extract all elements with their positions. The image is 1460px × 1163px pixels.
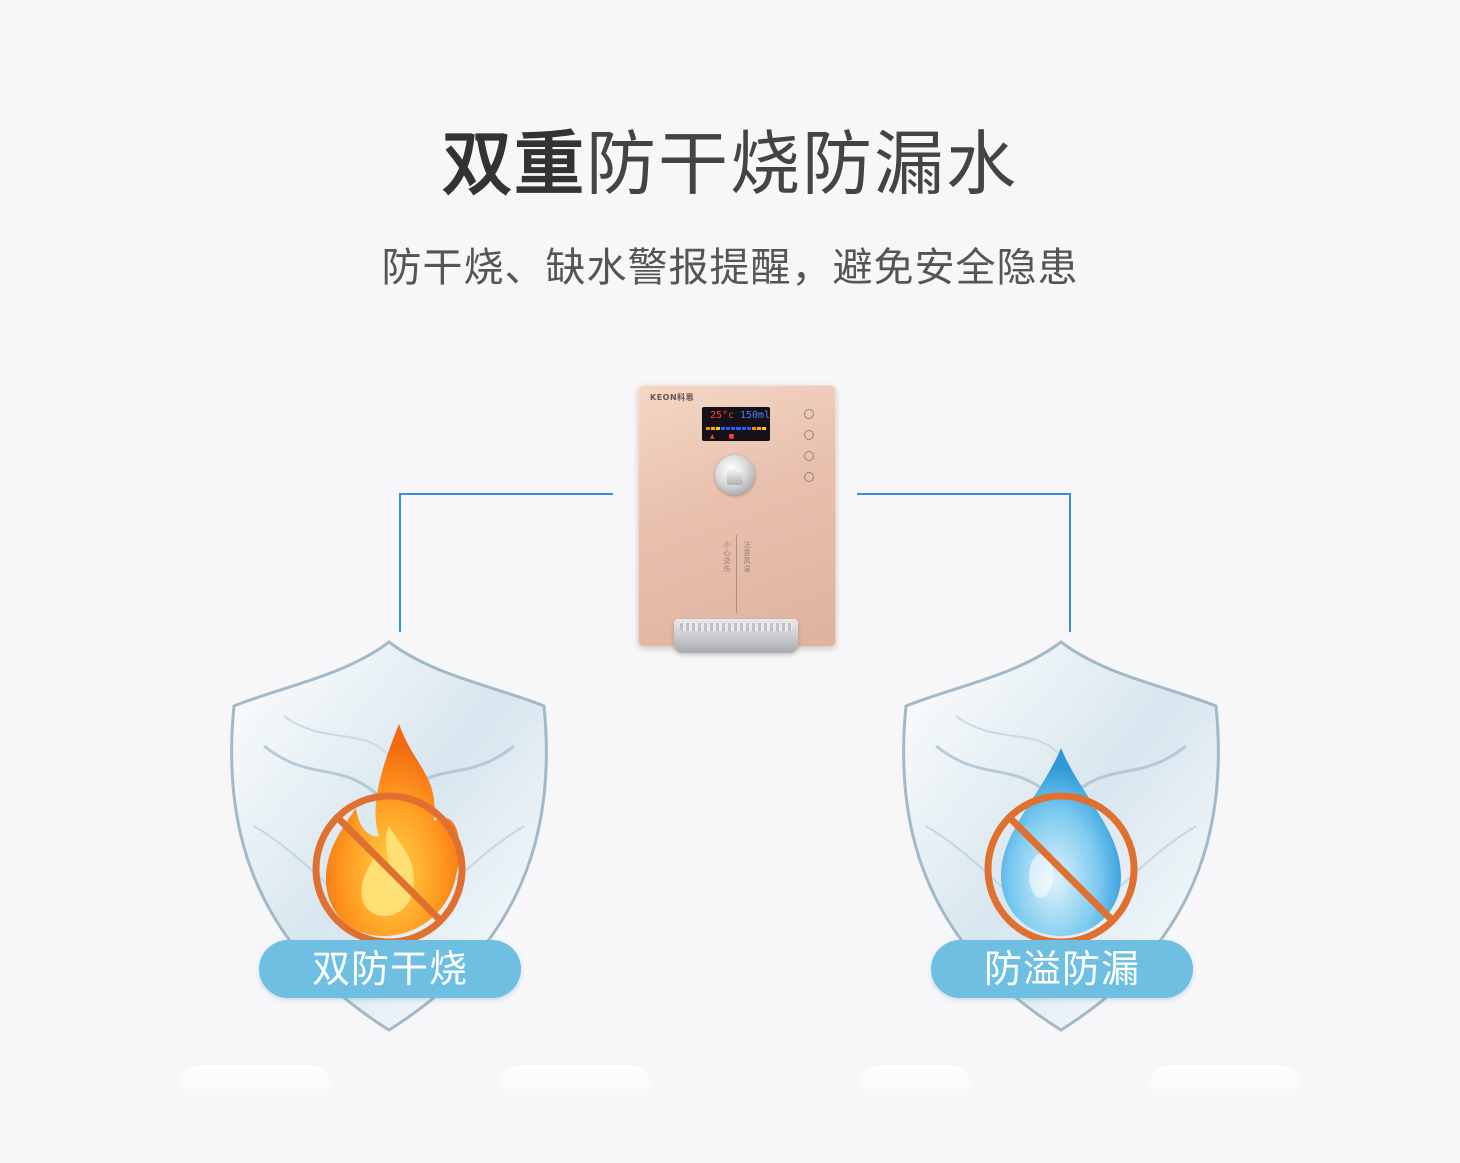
faucet-knob xyxy=(715,455,755,495)
level-bar xyxy=(706,427,766,430)
feature-label-dry-burn: 双防干烧 xyxy=(259,940,521,998)
floor-reflection-1 xyxy=(180,1065,330,1105)
drip-tray xyxy=(674,619,798,653)
floor-reflection-3 xyxy=(860,1065,970,1105)
connector-left xyxy=(399,493,613,632)
shield-anti-leak xyxy=(896,636,1226,1036)
dispenser-display: 25°c 150ml ▲■ xyxy=(702,407,770,441)
floor-reflection-2 xyxy=(500,1065,650,1105)
warning-text-right: 注意高温 xyxy=(743,541,751,573)
temperature-readout: 25°c xyxy=(710,410,735,421)
brand-logo: KEON科恩 xyxy=(650,393,695,402)
feature-label-anti-leak: 防溢防漏 xyxy=(931,940,1193,998)
water-drop-icon xyxy=(1001,748,1121,936)
subheadline: 防干烧、缺水警报提醒，避免安全隐患 xyxy=(381,245,1079,291)
shield-dry-burn xyxy=(224,636,554,1036)
warning-text-left: 小心烫伤 xyxy=(723,541,731,573)
connector-right xyxy=(857,493,1071,632)
headline-light: 防干烧防漏水 xyxy=(586,123,1018,205)
headline: 双重防干烧防漏水 xyxy=(0,118,1460,210)
dispenser-button-2 xyxy=(804,430,814,440)
display-status-icons: ▲■ xyxy=(710,433,749,440)
volume-readout: 150ml xyxy=(740,410,771,421)
dispenser-button-4 xyxy=(804,472,814,482)
panel-divider xyxy=(736,535,737,613)
floor-reflection-4 xyxy=(1150,1065,1300,1105)
dispenser-button-1 xyxy=(804,409,814,419)
water-dispenser-image: KEON科恩 25°c 150ml ▲■ 小心烫伤 注意高温 xyxy=(638,385,836,653)
dispenser-button-3 xyxy=(804,451,814,461)
headline-bold: 双重 xyxy=(442,123,586,205)
